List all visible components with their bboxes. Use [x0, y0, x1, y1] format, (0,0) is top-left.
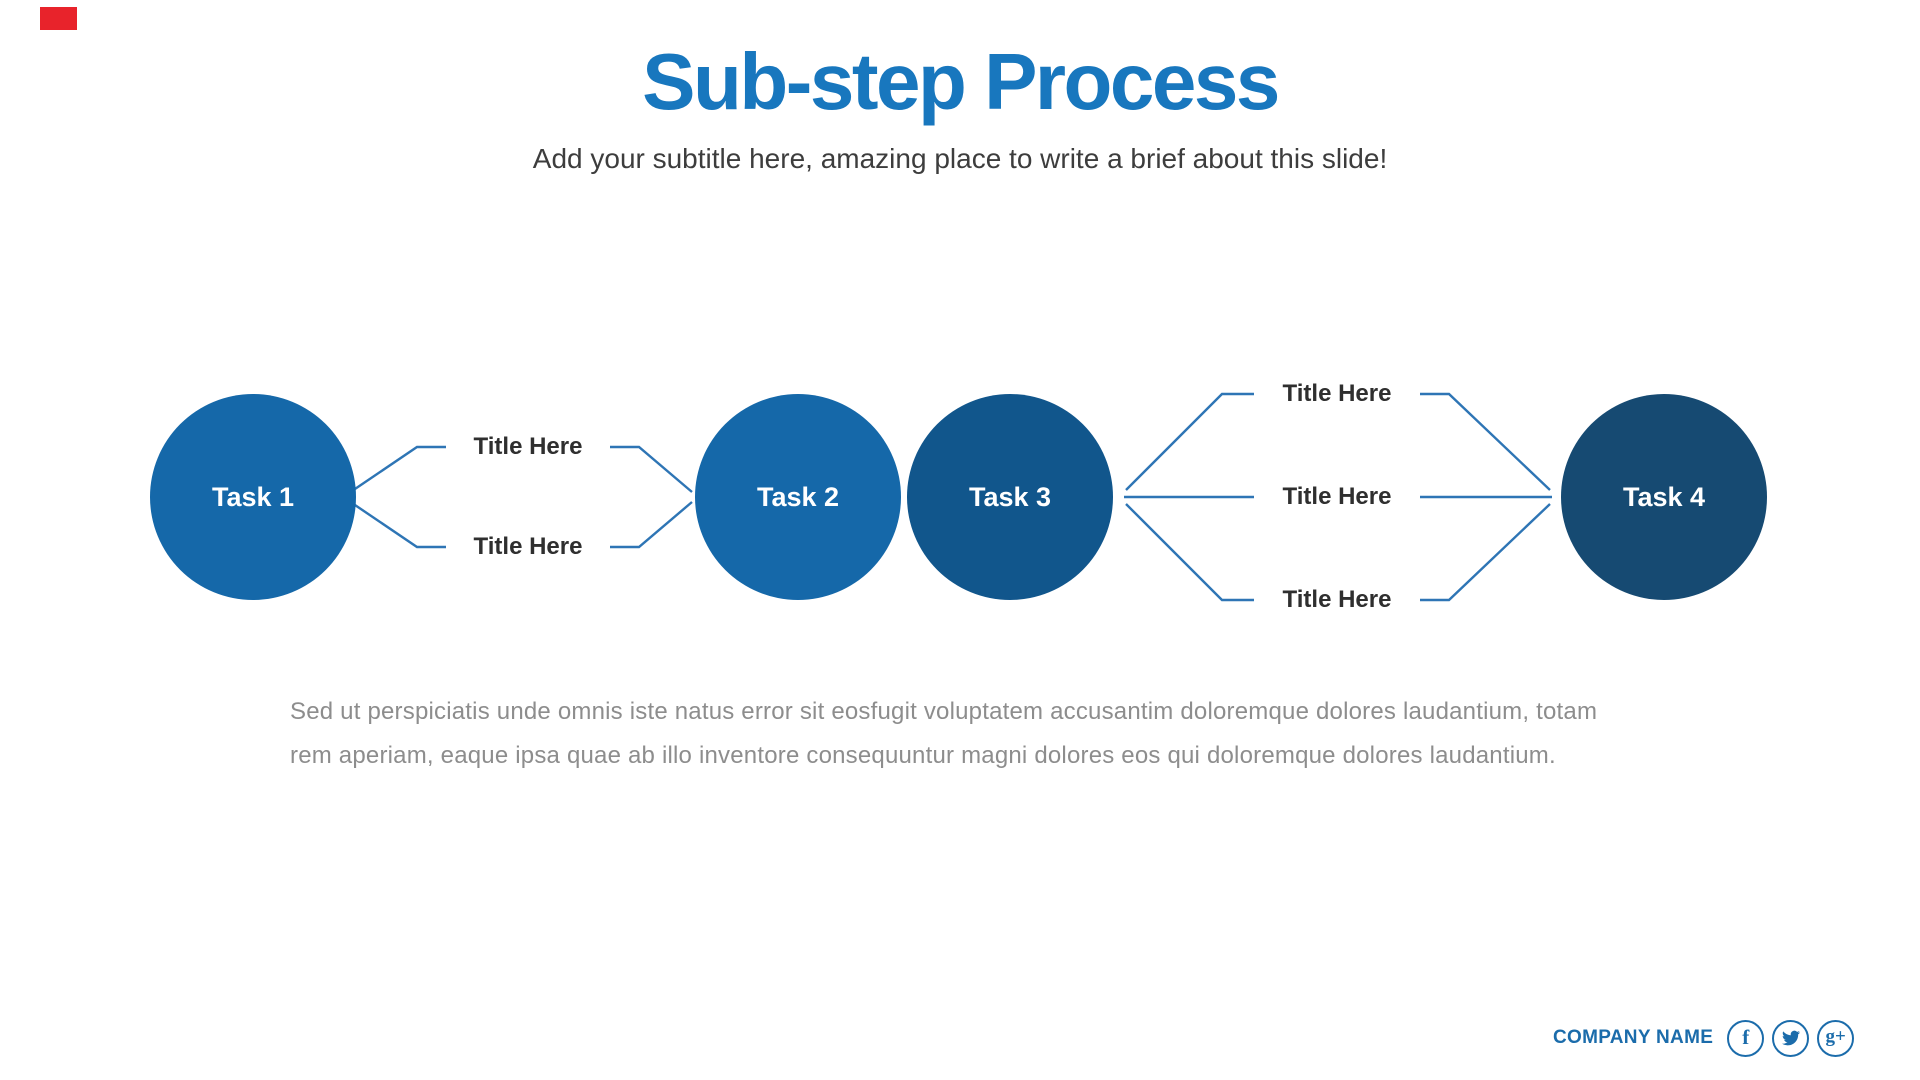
task-4-label: Task 4: [1622, 481, 1706, 512]
connector-right-top-to: [1420, 392, 1551, 491]
connector-left-lower-from: [351, 502, 446, 549]
facebook-icon[interactable]: f: [1727, 1019, 1765, 1057]
connector-left-upper-to: [610, 445, 693, 493]
body-paragraph-line-2: rem aperiam, eaque ipsa quae ab illo inv…: [290, 742, 1556, 769]
substep-label-left-lower: Title Here: [473, 533, 583, 560]
task-4-circle: Task 4: [1561, 394, 1767, 600]
substep-label-right-mid: Title Here: [1282, 483, 1392, 510]
task-1-circle: Task 1: [150, 394, 356, 600]
footer: COMPANY NAME f g+: [1553, 1019, 1855, 1057]
connector-right-bottom-from: [1125, 503, 1254, 602]
twitter-bird-glyph: [1781, 1030, 1800, 1046]
task-3-label: Task 3: [968, 481, 1052, 512]
task-1-label: Task 1: [211, 481, 295, 512]
task-2-label: Task 2: [756, 481, 840, 512]
page-title: Sub-step Process: [642, 37, 1280, 126]
body-paragraph: Sed ut perspiciatis unde omnis iste natu…: [290, 690, 1690, 778]
google-plus-icon[interactable]: g+: [1817, 1019, 1855, 1057]
connector-left-lower-to: [610, 501, 693, 549]
connector-right-top-from: [1125, 392, 1254, 491]
task-2-circle: Task 2: [695, 394, 901, 600]
substep-label-left-upper: Title Here: [473, 433, 583, 460]
body-paragraph-line-1: Sed ut perspiciatis unde omnis iste natu…: [290, 698, 1598, 725]
substep-label-right-bottom: Title Here: [1282, 586, 1392, 613]
connector-left-upper-from: [351, 445, 446, 492]
page-subtitle: Add your subtitle here, amazing place to…: [532, 143, 1388, 174]
substep-label-right-top: Title Here: [1282, 380, 1392, 407]
connector-right-bottom-to: [1420, 503, 1551, 602]
red-marker: [40, 7, 77, 30]
company-name: COMPANY NAME: [1553, 1027, 1714, 1048]
twitter-icon[interactable]: [1772, 1019, 1810, 1057]
task-3-circle: Task 3: [907, 394, 1113, 600]
